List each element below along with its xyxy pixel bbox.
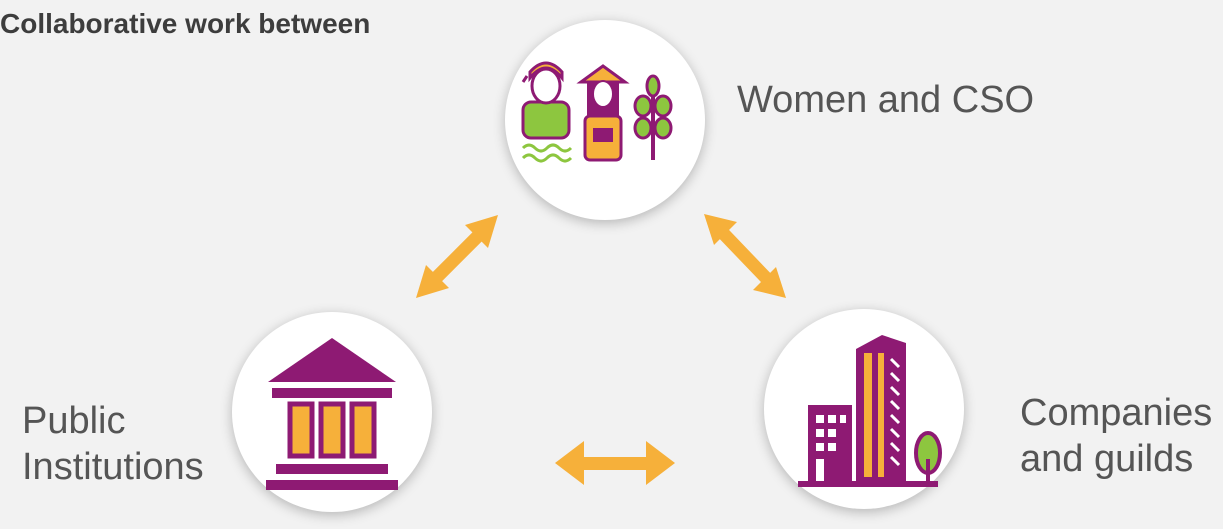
node-companies-guilds xyxy=(764,309,964,509)
arrow-bottom xyxy=(555,441,675,485)
diagram-title: Collaborative work between xyxy=(0,8,371,39)
women-farmers-icon xyxy=(521,61,673,163)
arrow-top-right xyxy=(704,214,786,298)
node-public-institutions xyxy=(232,312,432,512)
node-label-women-cso: Women and CSO xyxy=(737,79,1035,121)
office-building-icon xyxy=(798,335,942,487)
government-building-icon xyxy=(266,338,398,490)
arrow-top-left xyxy=(416,215,498,298)
node-women-cso xyxy=(505,20,705,220)
node-label-public-institutions: Public Institutions xyxy=(22,400,204,488)
node-label-companies-guilds: Companies and guilds xyxy=(1020,392,1213,480)
